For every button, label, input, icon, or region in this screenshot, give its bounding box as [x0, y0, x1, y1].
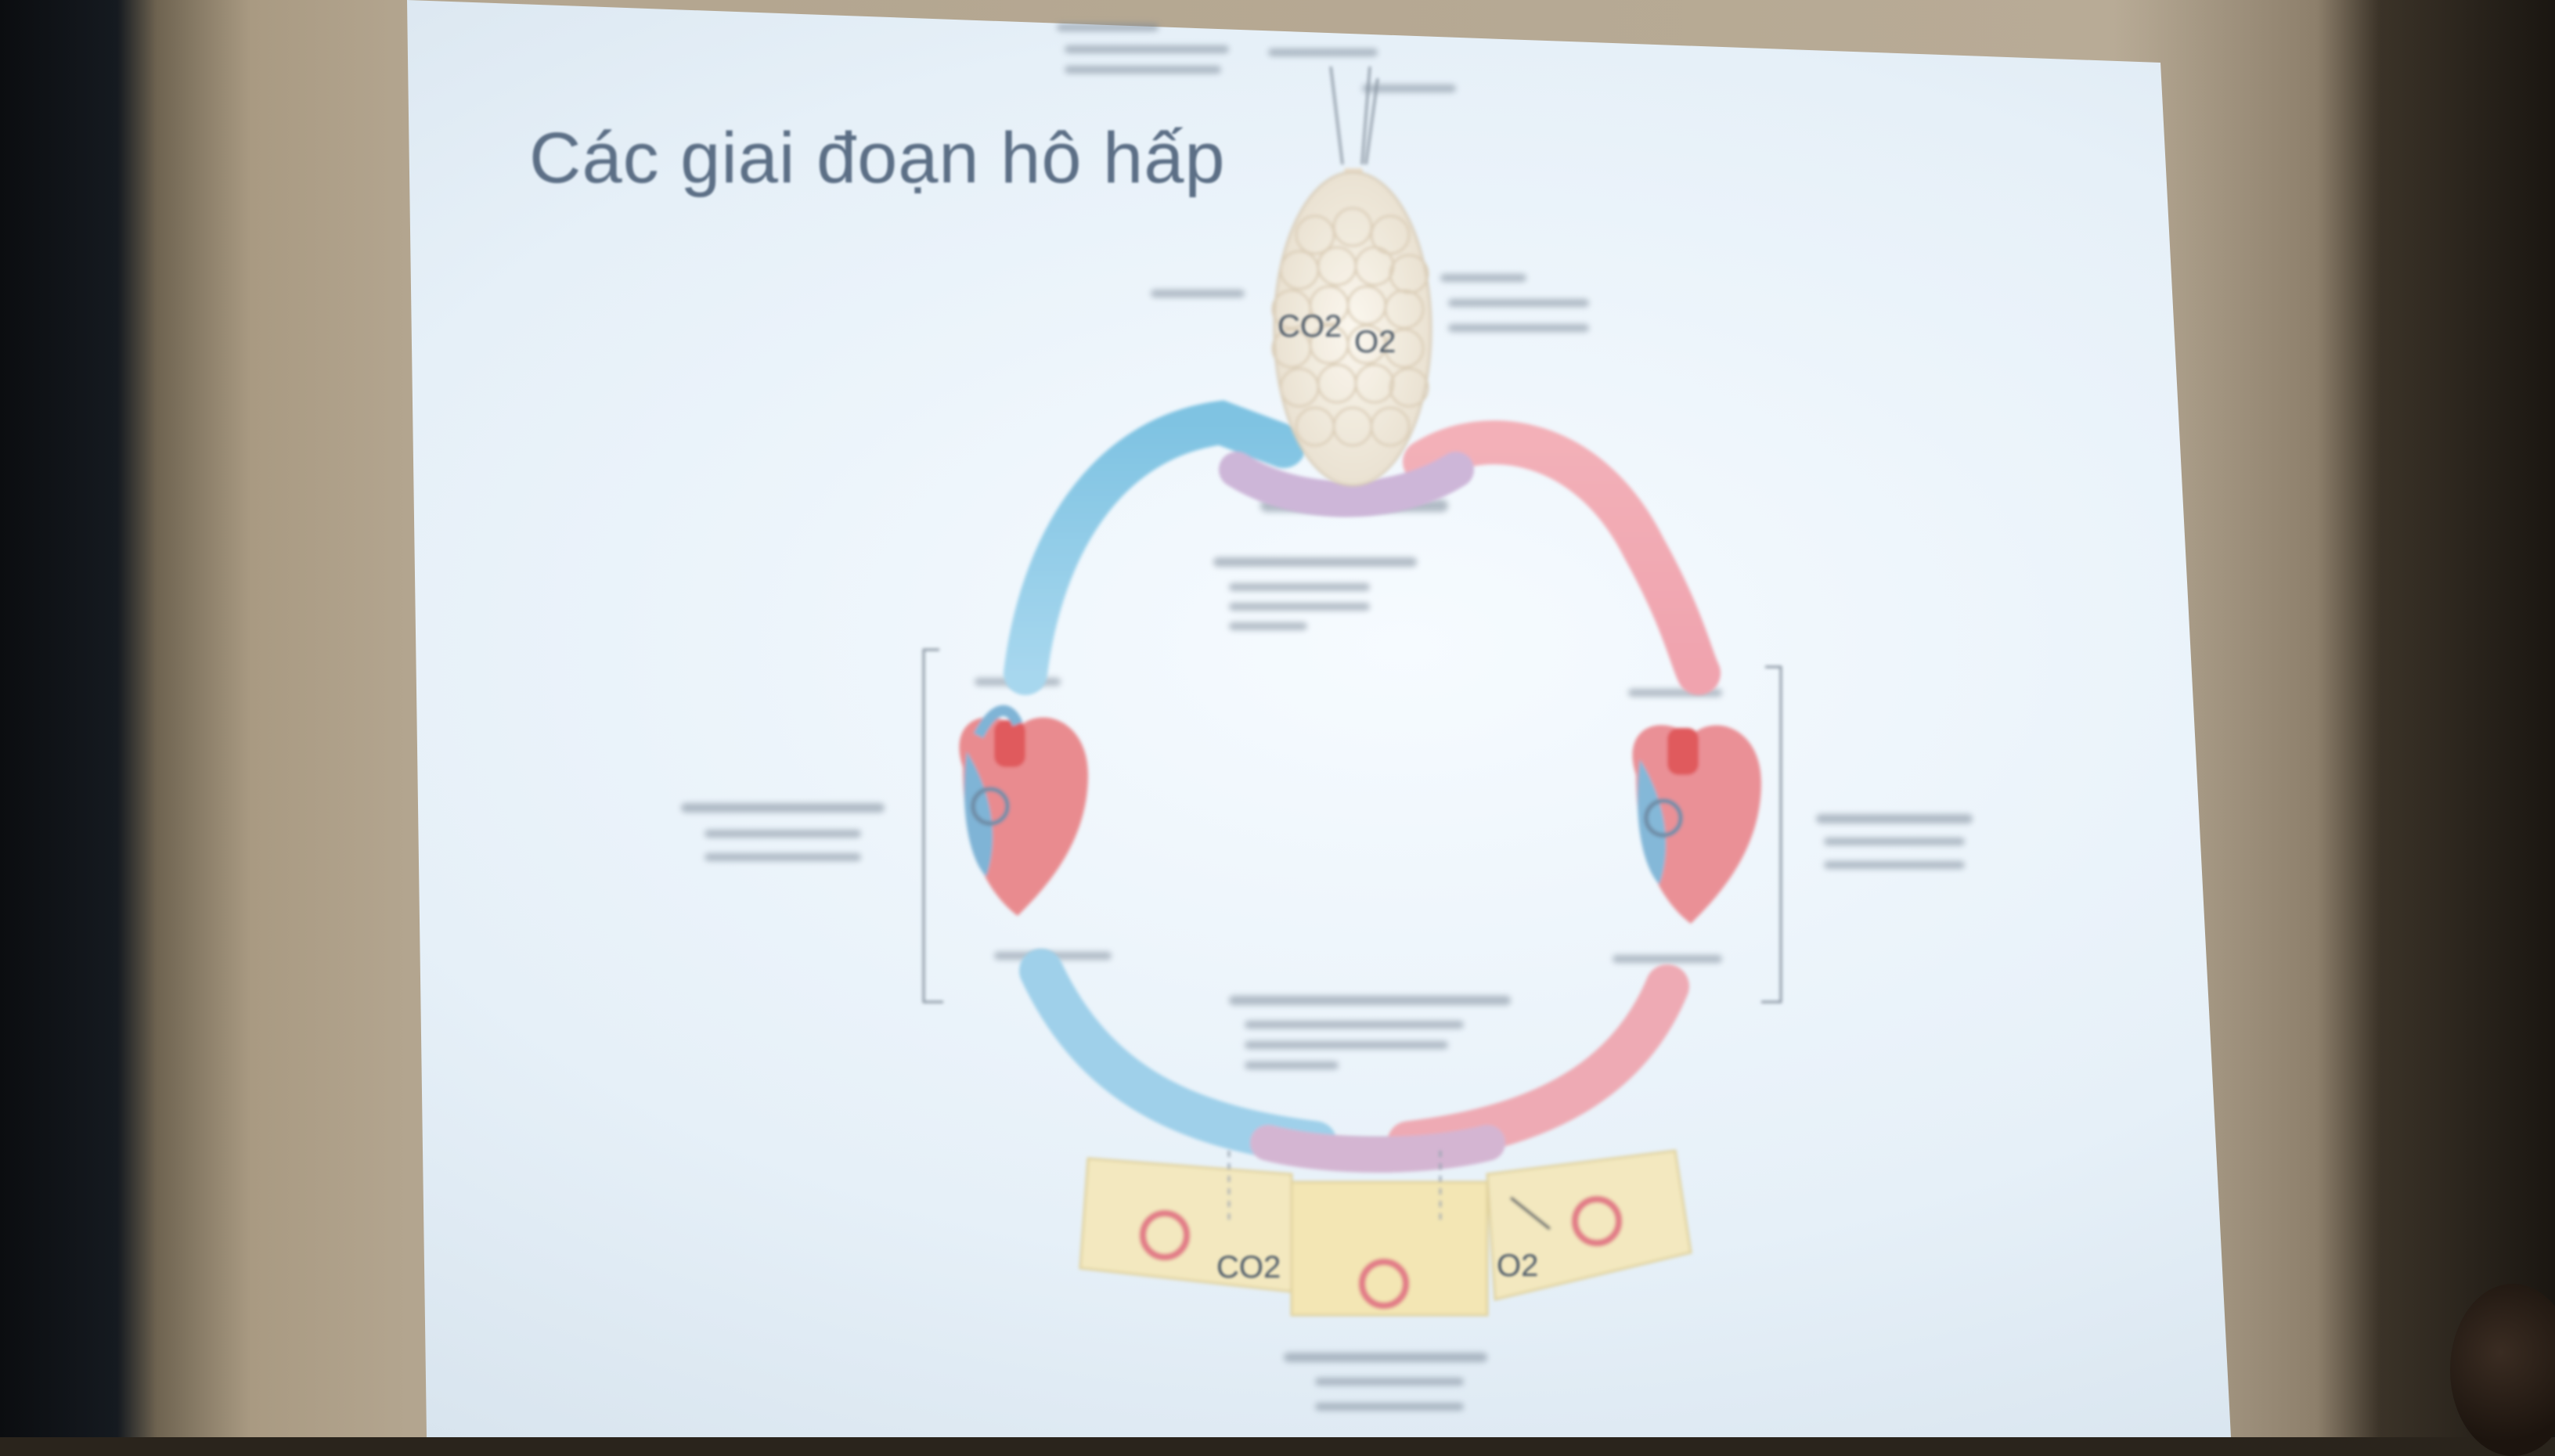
oxygenated-arc-top — [1403, 420, 1721, 695]
alveoli-o2-label: O2 — [1354, 325, 1396, 359]
pulmonary-capillary-band — [1219, 452, 1474, 517]
deoxygenated-arc-top — [1004, 400, 1306, 695]
oxygenated-arc-bottom — [1387, 964, 1689, 1165]
circulation-loop — [1004, 400, 1721, 1173]
left-heart-illustration — [959, 705, 1088, 916]
audience-head-silhouette — [2450, 1284, 2555, 1456]
tissue-o2-label: O2 — [1497, 1249, 1538, 1283]
systemic-tissue-cells — [1079, 1149, 1692, 1317]
right-heart-illustration — [1632, 725, 1761, 924]
alveoli-co2-label: CO2 — [1278, 309, 1342, 344]
faint-label-lines — [681, 23, 1973, 1411]
slide-title: Các giai đoạn hô hấp — [529, 118, 1226, 198]
tissue-co2-label: CO2 — [1216, 1250, 1281, 1285]
brackets — [922, 648, 1782, 1004]
systemic-capillary-band — [1250, 1125, 1505, 1173]
alveoli-cluster — [1271, 66, 1432, 487]
